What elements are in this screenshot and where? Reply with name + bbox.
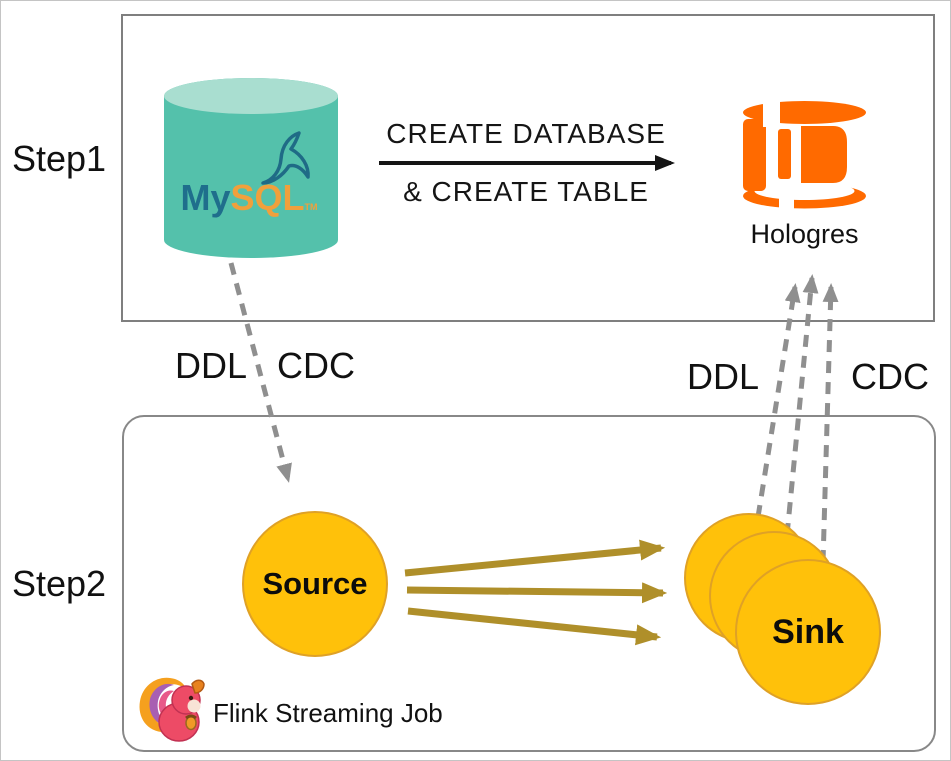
step1-label: Step1 xyxy=(11,138,107,179)
mysql-dolphin-icon xyxy=(261,131,310,185)
sink-node: Sink xyxy=(735,559,881,705)
source-label: Source xyxy=(262,566,368,601)
hologres-icon xyxy=(743,101,866,209)
mysql-word-sql: SQL xyxy=(230,177,305,218)
mysql-word-my: My xyxy=(180,177,231,218)
step1-box xyxy=(121,14,935,322)
ddl-label-right: DDL xyxy=(686,356,760,397)
cdc-label-right: CDC xyxy=(851,356,929,397)
flink-squirrel-icon xyxy=(139,677,205,742)
flink-streaming-job-label: Flink Streaming Job xyxy=(213,698,443,728)
ddl-label-left: DDL xyxy=(174,345,248,386)
source-node: Source xyxy=(242,511,388,657)
hologres-label: Hologres xyxy=(750,219,859,249)
create-database-label: CREATE DATABASE xyxy=(386,118,666,149)
step2-box xyxy=(122,415,936,752)
step2-label: Step2 xyxy=(11,563,107,604)
mysql-cylinder-icon xyxy=(164,78,338,258)
cdc-label-left: CDC xyxy=(277,345,355,386)
mysql-wordmark: MySQLTM xyxy=(171,178,327,218)
create-table-label: & CREATE TABLE xyxy=(403,176,649,207)
sink-label: Sink xyxy=(772,612,844,651)
mysql-trademark: TM xyxy=(304,202,318,212)
